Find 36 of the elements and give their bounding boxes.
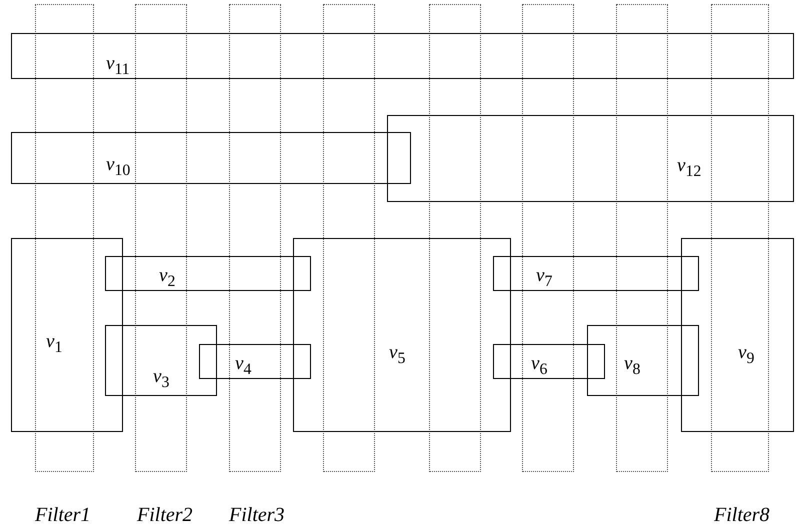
filter-column	[616, 4, 668, 472]
node-label: v$_{6}$	[531, 354, 548, 378]
rectangle	[105, 325, 217, 396]
rectangle	[11, 132, 411, 184]
filter-column	[429, 4, 481, 472]
node-label: v$_{11}$	[106, 54, 130, 78]
filter-column	[229, 4, 281, 472]
filter-column	[522, 4, 574, 472]
filter-column	[135, 4, 187, 472]
node-label: v$_{9}$	[738, 343, 754, 367]
rectangle	[493, 344, 605, 379]
node-label: v$_{10}$	[106, 155, 130, 179]
node-label: v$_{3}$	[153, 367, 170, 391]
filter-label: Filter1	[35, 505, 91, 525]
node-label: v$_{12}$	[677, 156, 702, 180]
rectangle	[493, 256, 699, 291]
rectangle	[105, 256, 311, 291]
rectangle	[587, 325, 699, 396]
node-label: v$_{7}$	[536, 266, 552, 290]
filter-column	[323, 4, 375, 472]
filter-label: Filter8	[714, 505, 770, 525]
filter-column	[711, 4, 769, 472]
node-label: v$_{4}$	[235, 354, 252, 378]
rectangle	[387, 115, 794, 202]
rectangle	[11, 238, 123, 432]
rectangle	[681, 238, 794, 432]
node-label: v$_{1}$	[46, 332, 62, 356]
rectangle	[199, 344, 311, 379]
node-label: v$_{5}$	[389, 343, 406, 367]
filter-label: Filter3	[229, 505, 285, 525]
node-label: v$_{8}$	[624, 354, 640, 378]
node-label: v$_{2}$	[159, 266, 176, 290]
filter-label: Filter2	[137, 505, 193, 525]
rectangle	[11, 33, 794, 79]
filter-column	[35, 4, 94, 472]
rectangle	[293, 238, 511, 432]
